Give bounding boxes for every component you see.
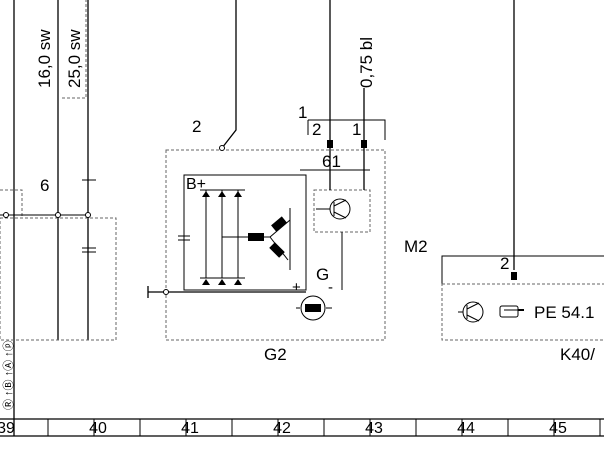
minus-sign-label: - bbox=[328, 279, 333, 296]
pin-1-plug bbox=[361, 140, 367, 148]
rectifier-frame bbox=[183, 174, 307, 291]
wire-label-075: 0,75 bl bbox=[357, 37, 376, 88]
pin-2-plug bbox=[327, 140, 333, 148]
pin-2-top-label: 2 bbox=[192, 117, 201, 136]
ruler-label-45: 45 bbox=[549, 420, 567, 437]
terminal-6a bbox=[55, 212, 61, 218]
diode-5 bbox=[218, 279, 226, 285]
ruler-label-42: 42 bbox=[273, 420, 291, 437]
g2-dashed-box bbox=[165, 149, 386, 341]
pin-2-conn-label: 2 bbox=[312, 120, 321, 139]
m2-pin-label: 2 bbox=[500, 254, 509, 273]
pe-ref-label: PE 54.1 bbox=[534, 303, 595, 322]
diode-2 bbox=[218, 191, 226, 197]
ruler-label-41: 41 bbox=[181, 420, 199, 437]
side-text: Ⓡ ↑Ⓑ ↑Ⓐ ↑ⓟ bbox=[2, 340, 15, 410]
ruler-label-44: 44 bbox=[457, 420, 475, 437]
stator-wire-2 bbox=[269, 219, 291, 238]
winding-1 bbox=[248, 233, 264, 241]
k40-label: K40/ bbox=[560, 345, 595, 364]
connector-outline bbox=[308, 119, 386, 140]
plus-sign-label: + bbox=[292, 279, 301, 296]
diode-3 bbox=[234, 191, 242, 197]
transistor-collector bbox=[333, 199, 347, 207]
ruler-label-43: 43 bbox=[365, 420, 383, 437]
field-circle bbox=[300, 295, 326, 321]
transistor-circle bbox=[329, 198, 351, 220]
k40-transistor-collector bbox=[466, 302, 480, 310]
regulator-box bbox=[313, 189, 371, 233]
diode-4 bbox=[202, 279, 210, 285]
winding-2 bbox=[271, 216, 287, 232]
terminal-left bbox=[3, 212, 9, 218]
hand-pointer-icon bbox=[499, 305, 524, 318]
winding-3 bbox=[269, 242, 285, 258]
terminal-pin-2 bbox=[219, 145, 225, 151]
pin-1-top-label: 1 bbox=[298, 103, 307, 122]
ruler-ticks bbox=[47, 419, 601, 436]
ruler-label-39: 39 bbox=[0, 420, 15, 437]
pin-6-label: 6 bbox=[40, 176, 49, 195]
term-61-label: 61 bbox=[322, 152, 341, 171]
ruler-label-40: 40 bbox=[89, 420, 107, 437]
wire-label-25: 25,0 sw bbox=[65, 29, 84, 88]
label-box-left bbox=[62, 0, 87, 99]
wire-label-16: 16,0 sw bbox=[35, 29, 54, 88]
terminal-ground bbox=[163, 289, 169, 295]
transistor-emitter bbox=[333, 211, 347, 219]
diode-1 bbox=[202, 191, 210, 197]
k40-box bbox=[441, 283, 604, 341]
diode-6 bbox=[234, 279, 242, 285]
wire-pin-2 bbox=[221, 0, 237, 149]
k40-transistor-emitter bbox=[466, 314, 480, 322]
m2-pin-plug bbox=[511, 272, 517, 280]
field-winding bbox=[305, 304, 321, 312]
g2-label: G2 bbox=[264, 345, 287, 364]
m2-label: M2 bbox=[404, 237, 428, 256]
term-bplus-label: B+ bbox=[186, 176, 206, 193]
ruler-labels: 39 40 41 42 43 44 45 bbox=[0, 420, 567, 437]
m2-outline bbox=[441, 255, 604, 284]
terminal-6b bbox=[85, 212, 91, 218]
pin-1-conn-label: 1 bbox=[352, 120, 361, 139]
term-g-label: G bbox=[316, 265, 329, 284]
block-left-top bbox=[0, 189, 23, 218]
k40-transistor bbox=[462, 301, 484, 323]
